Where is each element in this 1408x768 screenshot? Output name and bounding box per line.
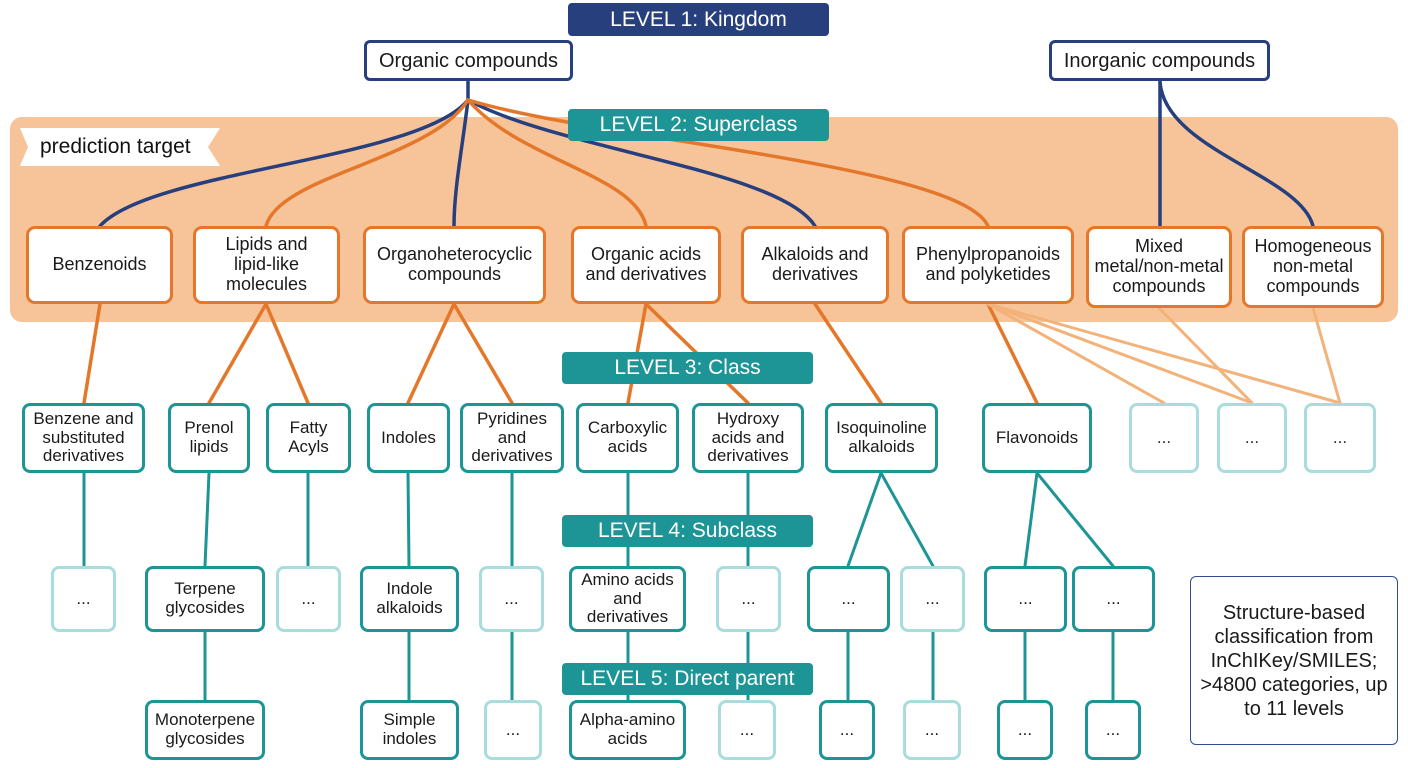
node-subclass-more-fatty: ... [276,566,341,632]
node-fatty-acyls: Fatty Acyls [266,403,351,473]
node-alkaloids-and-derivatives: Alkaloids and derivatives [741,226,889,304]
node-subclass-more-hydroxy: ... [716,566,781,632]
node-indole-alkaloids: Indole alkaloids [360,566,459,632]
connector-line-21 [1157,306,1254,405]
prediction-target-tag: prediction target [20,128,220,166]
node-carboxylic-acids: Carboxylic acids [576,403,679,473]
node-direct-parent-more-flavonoids-2: ... [1085,700,1141,760]
node-indoles: Indoles [367,403,450,473]
level-2-superclass-label: LEVEL 2: Superclass [568,109,829,141]
node-isoquinoline-alkaloids: Isoquinoline alkaloids [825,403,938,473]
node-class-more-3: ... [1304,403,1376,473]
connector-line-24 [203,471,211,568]
level-3-class-label: LEVEL 3: Class [562,352,813,384]
level-4-subclass-label: LEVEL 4: Subclass [562,515,813,547]
node-pyridines-and-derivatives: Pyridines and derivatives [460,403,564,473]
node-homogeneous-non-metal-compounds: Homogeneous non-metal compounds [1242,226,1384,308]
node-subclass-more-isoquinoline-1: ... [807,566,890,632]
node-hydroxy-acids-and-derivatives: Hydroxy acids and derivatives [692,403,804,473]
node-alpha-amino-acids: Alpha-amino acids [569,700,686,760]
level-5-direct-parent-label: LEVEL 5: Direct parent [562,663,813,695]
node-organic-compounds: Organic compounds [364,40,573,81]
node-inorganic-compounds: Inorganic compounds [1049,40,1270,81]
node-direct-parent-more-pyridines: ... [484,700,542,760]
classification-note: Structure-based classification from InCh… [1190,576,1398,745]
node-mixed-metal-non-metal-compounds: Mixed metal/non-metal compounds [1086,226,1232,308]
node-flavonoids: Flavonoids [982,403,1092,473]
node-lipids-and-lipid-like-molecules: Lipids and lipid-like molecules [193,226,340,304]
node-subclass-more-flavonoids-2: ... [1072,566,1155,632]
node-subclass-more-isoquinoline-2: ... [900,566,965,632]
node-organic-acids-and-derivatives: Organic acids and derivatives [571,226,721,304]
node-prenol-lipids: Prenol lipids [168,403,250,473]
level-1-kingdom-label: LEVEL 1: Kingdom [568,3,829,36]
node-simple-indoles: Simple indoles [360,700,459,760]
node-organoheterocyclic-compounds: Organoheterocyclic compounds [363,226,546,304]
node-direct-parent-more-isoquinoline-1: ... [819,700,875,760]
node-monoterpene-glycosides: Monoterpene glycosides [145,700,265,760]
node-subclass-more-flavonoids-1: ... [984,566,1067,632]
node-amino-acids-and-derivatives: Amino acids and derivatives [569,566,686,632]
connector-line-31 [879,471,935,568]
node-direct-parent-more-hydroxy: ... [718,700,776,760]
node-phenylpropanoids-and-polyketides: Phenylpropanoids and polyketides [902,226,1074,304]
node-subclass-more-pyridines: ... [479,566,544,632]
connector-line-32 [1023,471,1039,568]
node-benzene-and-substituted-derivatives: Benzene and substituted derivatives [22,403,145,473]
node-benzenoids: Benzenoids [26,226,173,304]
connector-line-30 [846,471,883,568]
node-class-more-1: ... [1129,403,1199,473]
node-subclass-more-benzene: ... [51,566,116,632]
node-class-more-2: ... [1217,403,1287,473]
node-direct-parent-more-flavonoids-1: ... [997,700,1053,760]
node-direct-parent-more-isoquinoline-2: ... [903,700,961,760]
connector-line-33 [1035,471,1115,568]
node-terpene-glycosides: Terpene glycosides [145,566,265,632]
connector-line-22 [1311,306,1342,405]
connector-line-26 [406,471,411,568]
